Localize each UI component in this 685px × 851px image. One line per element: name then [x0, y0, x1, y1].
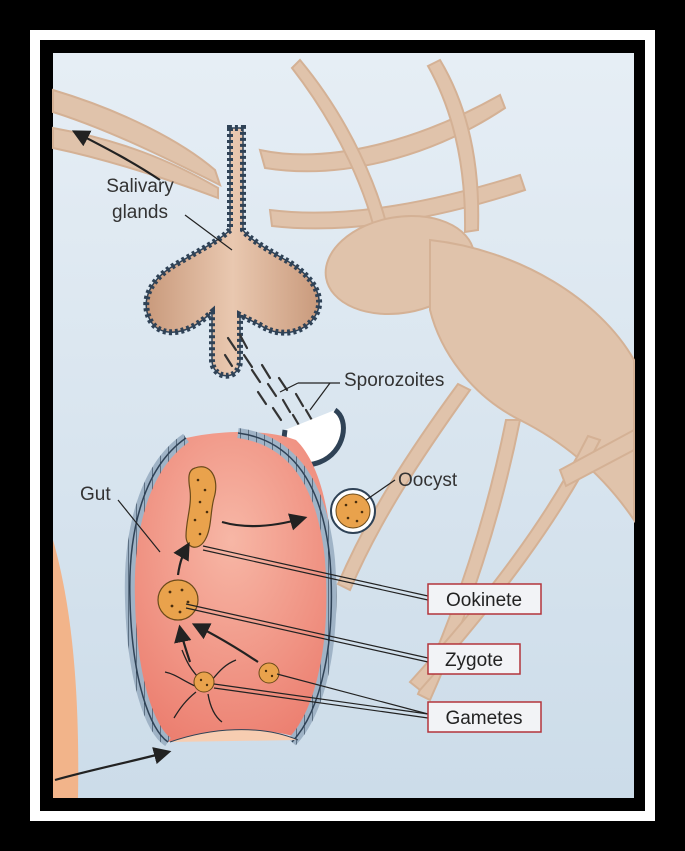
- label-zygote: Zygote: [445, 650, 503, 671]
- zygote-cell: [158, 580, 198, 620]
- label-sporozoites: Sporozoites: [344, 370, 444, 391]
- female-gamete: [259, 663, 279, 683]
- zygote-label-box: Zygote: [428, 644, 520, 674]
- gametes-label-box: Gametes: [428, 702, 541, 732]
- label-gut: Gut: [80, 484, 111, 505]
- ookinete-label-box: Ookinete: [428, 584, 541, 614]
- label-ookinete: Ookinete: [446, 590, 522, 611]
- label-glands: glands: [112, 202, 168, 223]
- label-oocyst: Oocyst: [398, 470, 458, 491]
- gut: [130, 432, 333, 742]
- label-salivary: Salivary: [106, 176, 174, 197]
- oocyst-cell: [336, 494, 370, 528]
- label-gametes: Gametes: [445, 708, 522, 729]
